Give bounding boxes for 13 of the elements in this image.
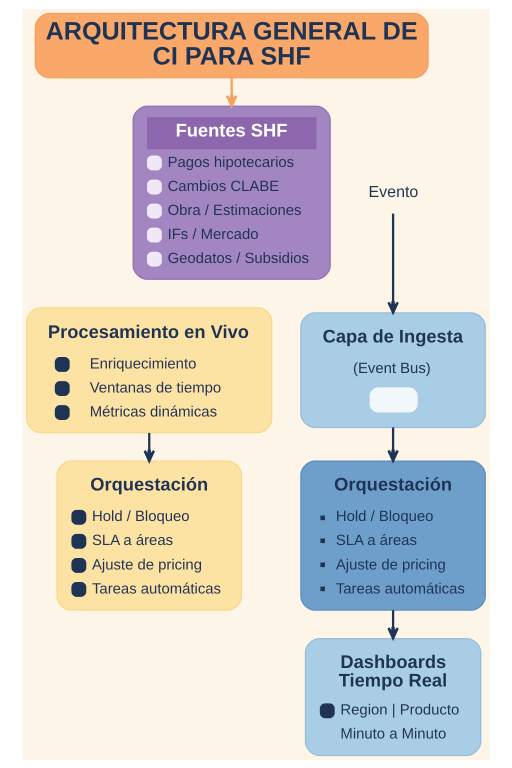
arrow [387,610,399,640]
node-box: Fuentes SHF Pagos hipotecarios Cambios CLABE Obra / Estimaciones IFs / Mercado Geodatos / Subsidios [132,105,331,280]
node-box: Orquestación Hold / Bloqueo SLA a áreas Ajuste de pricing Tareas automáticas [56,460,242,610]
arrow [387,426,399,462]
arrow [387,213,399,314]
node-box: ARQUITECTURA GENERAL DE CI PARA SHF [34,12,429,78]
arrow [143,432,156,462]
node-text: Evento [368,182,418,200]
node-box: Orquestación Hold / Bloqueo SLA a áreas Ajuste de pricing Tareas automáticas [300,460,486,610]
node-box: Procesamiento en Vivo Enriquecimiento Ventanas de tiempo Métricas dinámicas [26,306,272,433]
arrow [226,77,238,107]
node-box: Capa de Ingesta (Event Bus) [300,312,486,428]
node-box: Dashboards Tiempo Real Region | Producto Minuto a Minuto [304,637,482,756]
